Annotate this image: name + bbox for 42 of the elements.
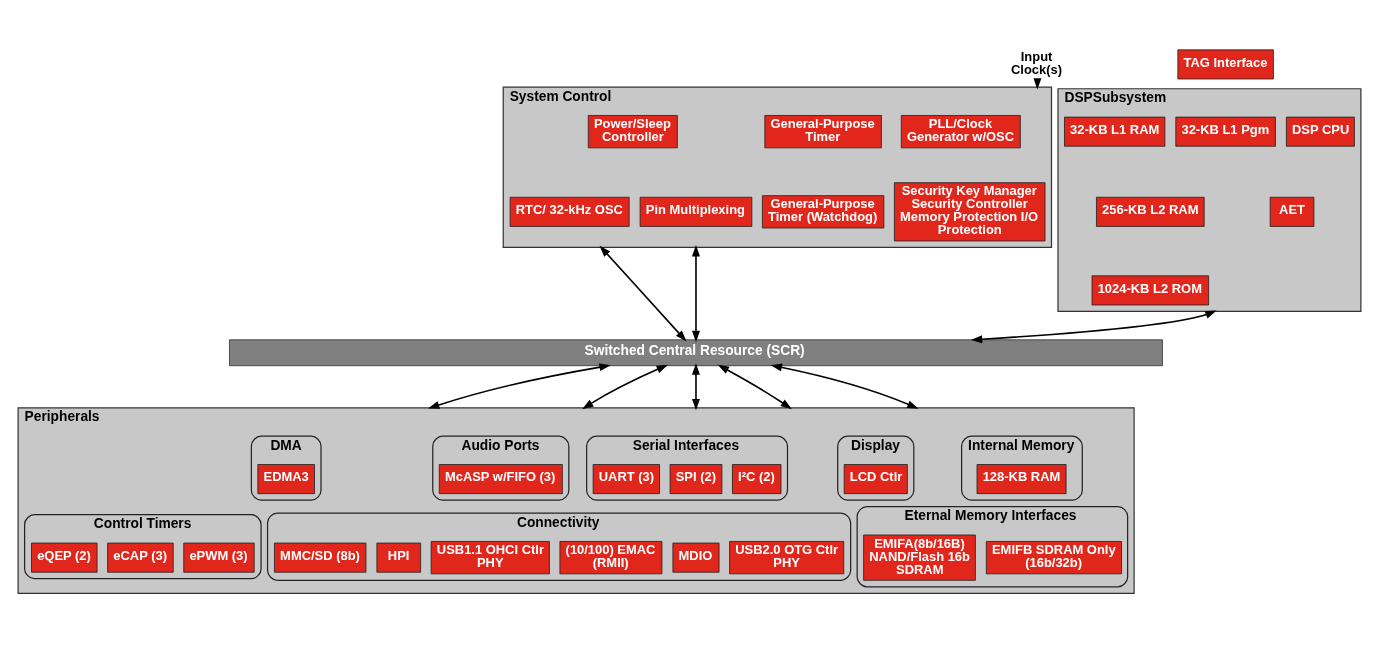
node-box: ePWM (3): [183, 542, 255, 573]
arrow: [692, 363, 700, 411]
arrow: [970, 310, 1217, 344]
node-box: TAG Interface: [1177, 49, 1274, 80]
node-box: HPI: [376, 542, 422, 573]
node-box: AET: [1269, 196, 1315, 227]
node-box: Security Key Manager Security Controller Memory Protection I/O Protection: [894, 182, 1046, 242]
node-box: MDIO: [672, 542, 720, 573]
node-box: DSP CPU: [1285, 116, 1355, 147]
node-box: USB1.1 OHCI Ctlr PHY: [430, 541, 550, 575]
node-box: EMIFA(8b/16B) NAND/Flash 16b SDRAM: [863, 534, 976, 581]
arrow: [717, 364, 792, 410]
node-box: General-Purpose Timer: [764, 115, 882, 149]
node-text: Input Clock(s): [1011, 49, 1063, 77]
node-box: 256-KB L2 RAM: [1096, 196, 1205, 227]
node-box: eQEP (2): [31, 542, 98, 573]
node-box: McASP w/FIFO (3): [438, 464, 563, 495]
node-box: UART (3): [592, 464, 660, 495]
arrow: [582, 364, 668, 410]
node-box: EMIFB SDRAM Only (16b/32b): [985, 541, 1122, 575]
node-box: Switched Central Resource (SCR): [229, 339, 1163, 367]
node-box: RTC/ 32-kHz OSC: [509, 196, 630, 227]
arrow: [692, 245, 700, 343]
node-box: General-Purpose Timer (Watchdog): [762, 195, 885, 229]
node-box: EDMA3: [257, 464, 315, 495]
node-box: I²C (2): [732, 464, 782, 495]
node-box: USB2.0 OTG Ctlr PHY: [729, 541, 845, 575]
node-box: Pin Multiplexing: [639, 196, 753, 227]
arrow: [428, 363, 611, 409]
node-box: eCAP (3): [107, 542, 174, 573]
node-box: MMC/SD (8b): [274, 542, 367, 573]
node-box: LCD Ctlr: [843, 464, 908, 495]
node-box: 128-KB RAM: [976, 464, 1067, 495]
node-box: PLL/Clock Generator w/OSC: [900, 115, 1021, 149]
node-box: (10/100) EMAC (RMII): [559, 541, 663, 575]
arrow: [599, 245, 687, 342]
arrow: [770, 363, 919, 409]
node-box: Power/Sleep Controller: [587, 115, 678, 149]
node-box: 32-KB L1 Pgm: [1175, 116, 1276, 147]
node-box: 1024-KB L2 ROM: [1091, 275, 1210, 306]
node-box: 32-KB L1 RAM: [1064, 116, 1166, 147]
node-box: SPI (2): [669, 464, 723, 495]
